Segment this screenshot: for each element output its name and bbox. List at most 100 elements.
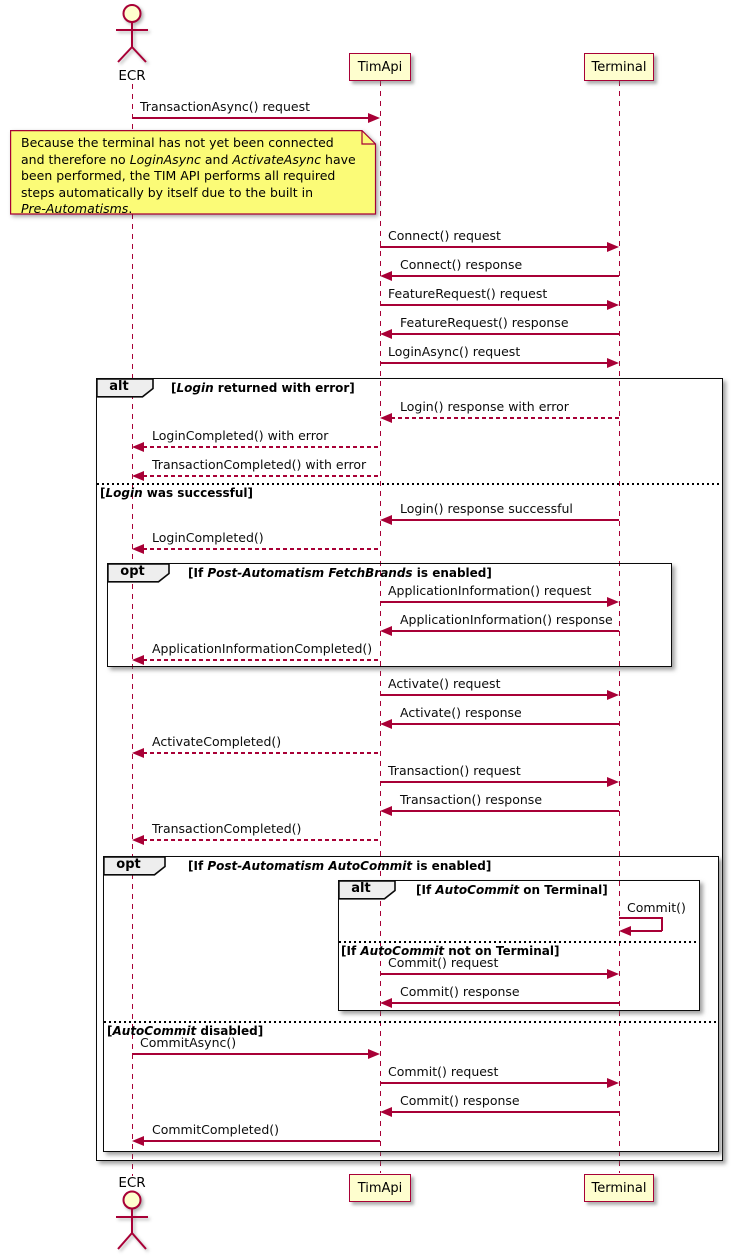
message-line: [380, 362, 608, 364]
message-line: [143, 548, 380, 550]
message-arrowhead: [380, 515, 392, 525]
message-line: [380, 601, 608, 603]
alt-divider-autocommit: [339, 941, 699, 943]
participant-label-ecr-bottom: ECR: [118, 1175, 146, 1191]
lifeline-ecr: [132, 84, 133, 1176]
message-line: [380, 304, 608, 306]
guard-login-returned-with-error: [Login returned with error]: [171, 381, 355, 395]
guard-autocommit-not-on-terminal: [If AutoCommit not on Terminal]: [341, 944, 560, 958]
participant-box-terminal-bottom: Terminal: [584, 1174, 654, 1202]
message-label: ApplicationInformation() request: [388, 583, 592, 598]
opt-frame-fetchbrands-pentagon: [107, 563, 170, 583]
guard-fetchbrands-enabled: [If Post-Automatism FetchBrands is enabl…: [188, 566, 492, 580]
message-line: [380, 246, 608, 248]
message-line: [143, 1140, 380, 1142]
message-label: Transaction() request: [388, 763, 521, 778]
alt-frame-autocommit-terminal: [338, 880, 700, 1011]
message-arrowhead: [380, 626, 392, 636]
guard-login-was-successful: [Login was successful]: [100, 486, 254, 500]
participant-box-timapi-top: TimApi: [349, 53, 411, 81]
message-arrowhead: [607, 597, 619, 607]
message-label: Commit() request: [388, 1064, 499, 1079]
alt-frame-login: [96, 378, 723, 1161]
message-arrowhead: [132, 748, 144, 758]
message-line: [143, 659, 380, 661]
message-line: [143, 446, 380, 448]
alt-keyword-login: alt: [109, 379, 129, 394]
message-line: [380, 781, 608, 783]
message-label: Login() response with error: [400, 399, 569, 414]
message-line: [143, 475, 380, 477]
message-line: [391, 275, 619, 277]
message-arrowhead: [607, 1078, 619, 1088]
message-label: Commit(): [627, 900, 686, 915]
message-arrowhead: [607, 777, 619, 787]
alt-keyword-autocommit: alt: [351, 881, 371, 896]
message-arrowhead: [132, 544, 144, 554]
message-line: [132, 1053, 369, 1055]
message-label: LoginAsync() request: [388, 344, 521, 359]
participant-box-terminal-top: Terminal: [584, 53, 654, 81]
guard-autocommit-disabled: [AutoCommit disabled]: [107, 1024, 264, 1038]
message-line: [380, 973, 608, 975]
message-arrowhead: [380, 1107, 392, 1117]
message-label: Activate() response: [400, 705, 522, 720]
message-line: [631, 930, 662, 932]
note-shape: [10, 130, 377, 215]
message-label: TransactionCompleted() with error: [152, 457, 367, 472]
message-arrowhead: [380, 806, 392, 816]
message-label: Commit() request: [388, 955, 499, 970]
message-label: LoginCompleted() with error: [152, 428, 329, 443]
message-line: [391, 723, 619, 725]
message-arrowhead: [607, 242, 619, 252]
message-line: [391, 1111, 619, 1113]
message-line: [391, 810, 619, 812]
message-arrowhead: [607, 300, 619, 310]
message-label: Connect() request: [388, 228, 501, 243]
actor-icon: [116, 1190, 148, 1250]
message-line: [380, 694, 608, 696]
message-arrowhead: [368, 113, 380, 123]
actor-icon: [116, 4, 148, 63]
note-pre-automatisms: Because the terminal has not yet been co…: [21, 135, 356, 217]
message-line: [391, 417, 619, 419]
message-label: Login() response successful: [400, 501, 573, 516]
participant-box-timapi-bottom: TimApi: [349, 1174, 411, 1202]
guard-autocommit-on-terminal: [If AutoCommit on Terminal]: [416, 883, 608, 897]
message-arrowhead: [380, 719, 392, 729]
message-line: [619, 917, 662, 919]
opt-frame-fetchbrands: [107, 563, 672, 667]
opt-keyword-fetchbrands: opt: [120, 564, 145, 579]
message-arrowhead: [380, 998, 392, 1008]
message-arrowhead: [132, 655, 144, 665]
message-arrowhead: [607, 690, 619, 700]
participant-label-terminal-top: Terminal: [591, 59, 647, 75]
message-line: [391, 519, 619, 521]
message-label: ActivateCompleted(): [152, 734, 282, 749]
alt-frame-autocommit-pentagon: [338, 880, 396, 900]
message-line: [391, 333, 619, 335]
message-line: [143, 752, 380, 754]
message-label: Activate() request: [388, 676, 501, 691]
message-label: CommitAsync(): [140, 1035, 237, 1050]
opt-keyword-autocommit: opt: [116, 857, 141, 872]
message-arrowhead: [380, 329, 392, 339]
message-line: [132, 117, 369, 119]
message-label: FeatureRequest() response: [400, 315, 569, 330]
message-label: FeatureRequest() request: [388, 286, 548, 301]
message-label: Transaction() response: [400, 792, 543, 807]
participant-label-terminal-bottom: Terminal: [591, 1180, 647, 1196]
message-label: Connect() response: [400, 257, 523, 272]
message-arrowhead: [368, 1049, 380, 1059]
message-label: ApplicationInformationCompleted(): [152, 641, 373, 656]
alt-divider-login: [97, 483, 722, 485]
message-line: [391, 630, 619, 632]
message-line: [380, 1082, 608, 1084]
message-arrowhead: [380, 271, 392, 281]
message-label: TransactionAsync() request: [140, 99, 311, 114]
message-label: TransactionCompleted(): [152, 821, 302, 836]
alt-frame-login-pentagon: [96, 378, 154, 398]
message-arrowhead: [607, 358, 619, 368]
opt-frame-autocommit-pentagon: [103, 856, 166, 876]
